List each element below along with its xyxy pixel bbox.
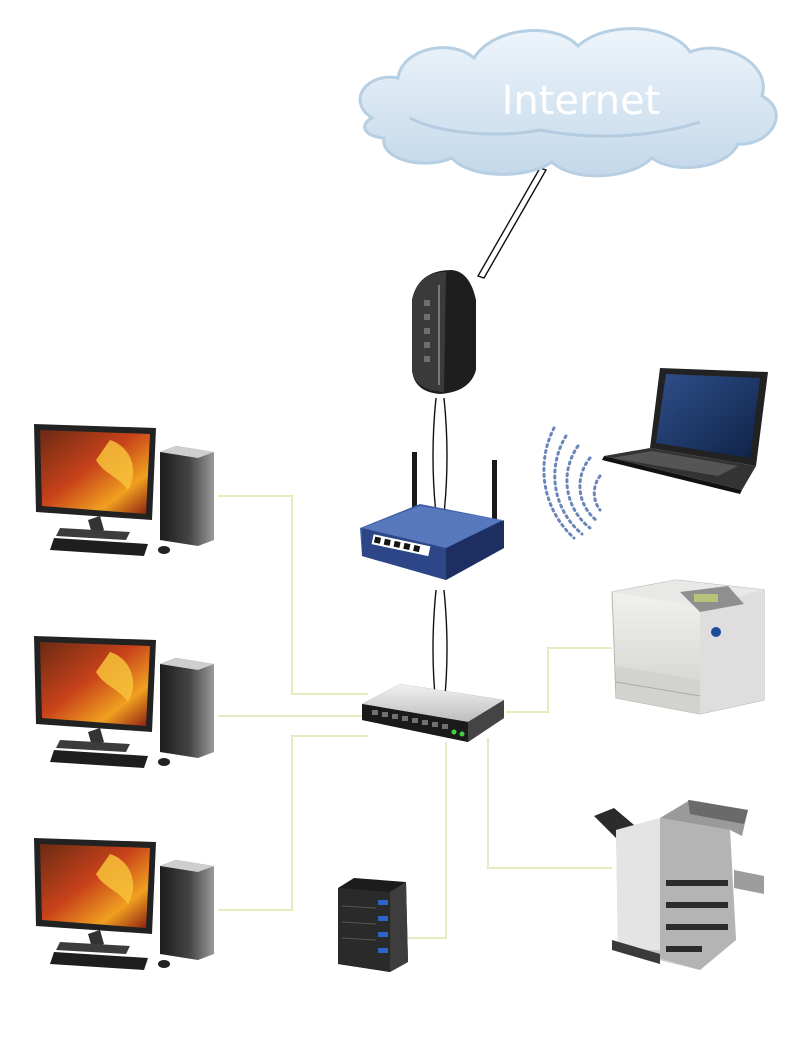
laptop-icon[interactable] — [602, 368, 768, 494]
desktop-computer-icon[interactable] — [34, 424, 214, 556]
wireless-signal-icon — [542, 426, 602, 540]
links-layer — [218, 167, 612, 939]
link-switch-printer — [506, 647, 612, 713]
wireless-router-icon[interactable] — [360, 452, 504, 580]
link-switch-pc1 — [218, 495, 368, 695]
link-internet-modem — [476, 167, 548, 279]
link-modem-router — [432, 397, 448, 515]
cloud-label: Internet — [502, 78, 661, 124]
multifunction-copier-icon[interactable] — [594, 800, 764, 970]
laser-printer-icon[interactable] — [611, 579, 765, 715]
network-switch-icon[interactable] — [362, 684, 504, 742]
server-icon[interactable] — [338, 878, 408, 972]
desktop-computer-icon[interactable] — [34, 838, 214, 970]
internet-cloud[interactable]: Internet — [358, 27, 778, 178]
cloud-icon — [358, 27, 778, 178]
link-switch-copier — [487, 738, 612, 869]
desktop-computer-icon[interactable] — [34, 636, 214, 768]
link-router-switch — [432, 589, 448, 707]
cable-modem-icon[interactable] — [412, 270, 476, 394]
link-switch-server — [408, 742, 447, 939]
